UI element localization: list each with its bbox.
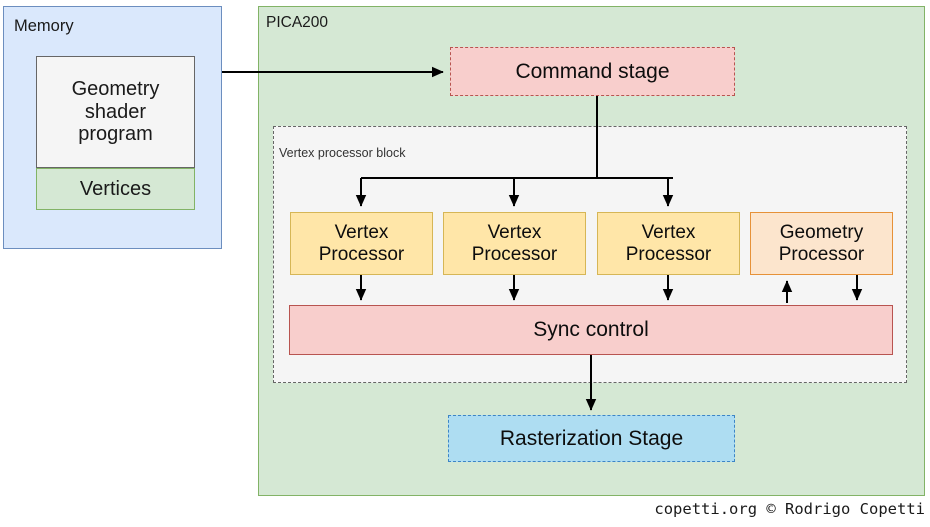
geometry-processor-line1: Geometry xyxy=(779,222,864,244)
geometry-processor-label: Geometry Processor xyxy=(779,222,865,265)
rasterization-stage-box: Rasterization Stage xyxy=(448,415,735,462)
vertices-box: Vertices xyxy=(36,168,195,210)
geometry-shader-program-box: Geometry shader program xyxy=(36,56,195,168)
rasterization-stage-label: Rasterization Stage xyxy=(499,426,684,450)
vertex-processor-1-box: Vertex Processor xyxy=(290,212,433,275)
geometry-processor-line2: Processor xyxy=(778,243,865,265)
vertex-processor-1-line2: Processor xyxy=(318,243,405,265)
vertex-processor-1-line1: Vertex xyxy=(334,222,389,244)
geometry-shader-program-line1: Geometry xyxy=(71,78,160,101)
vertex-processor-3-label: Vertex Processor xyxy=(626,222,712,265)
vertex-processor-3-line2: Processor xyxy=(625,243,712,265)
vertex-processor-2-label: Vertex Processor xyxy=(472,222,558,265)
geometry-shader-program-line3: program xyxy=(78,123,153,146)
vertices-label: Vertices xyxy=(79,177,152,200)
vertex-processor-2-line1: Vertex xyxy=(487,222,542,244)
command-stage-box: Command stage xyxy=(450,47,735,96)
geometry-shader-program-line2: shader xyxy=(84,100,147,123)
vertex-processor-3-box: Vertex Processor xyxy=(597,212,740,275)
sync-control-box: Sync control xyxy=(289,305,893,355)
vertex-processor-2-line2: Processor xyxy=(471,243,558,265)
geometry-shader-program-label: Geometry shader program xyxy=(72,78,160,145)
vertex-processor-3-line1: Vertex xyxy=(641,222,696,244)
command-stage-label: Command stage xyxy=(515,59,670,83)
memory-label: Memory xyxy=(14,17,74,35)
vertex-processor-2-box: Vertex Processor xyxy=(443,212,586,275)
footer-credit: copetti.org © Rodrigo Copetti xyxy=(654,500,925,518)
geometry-processor-box: Geometry Processor xyxy=(750,212,893,275)
pica200-label: PICA200 xyxy=(266,14,329,31)
vertex-processor-1-label: Vertex Processor xyxy=(319,222,405,265)
sync-control-label: Sync control xyxy=(533,318,649,342)
vertex-processor-block-label: Vertex processor block xyxy=(279,146,406,160)
